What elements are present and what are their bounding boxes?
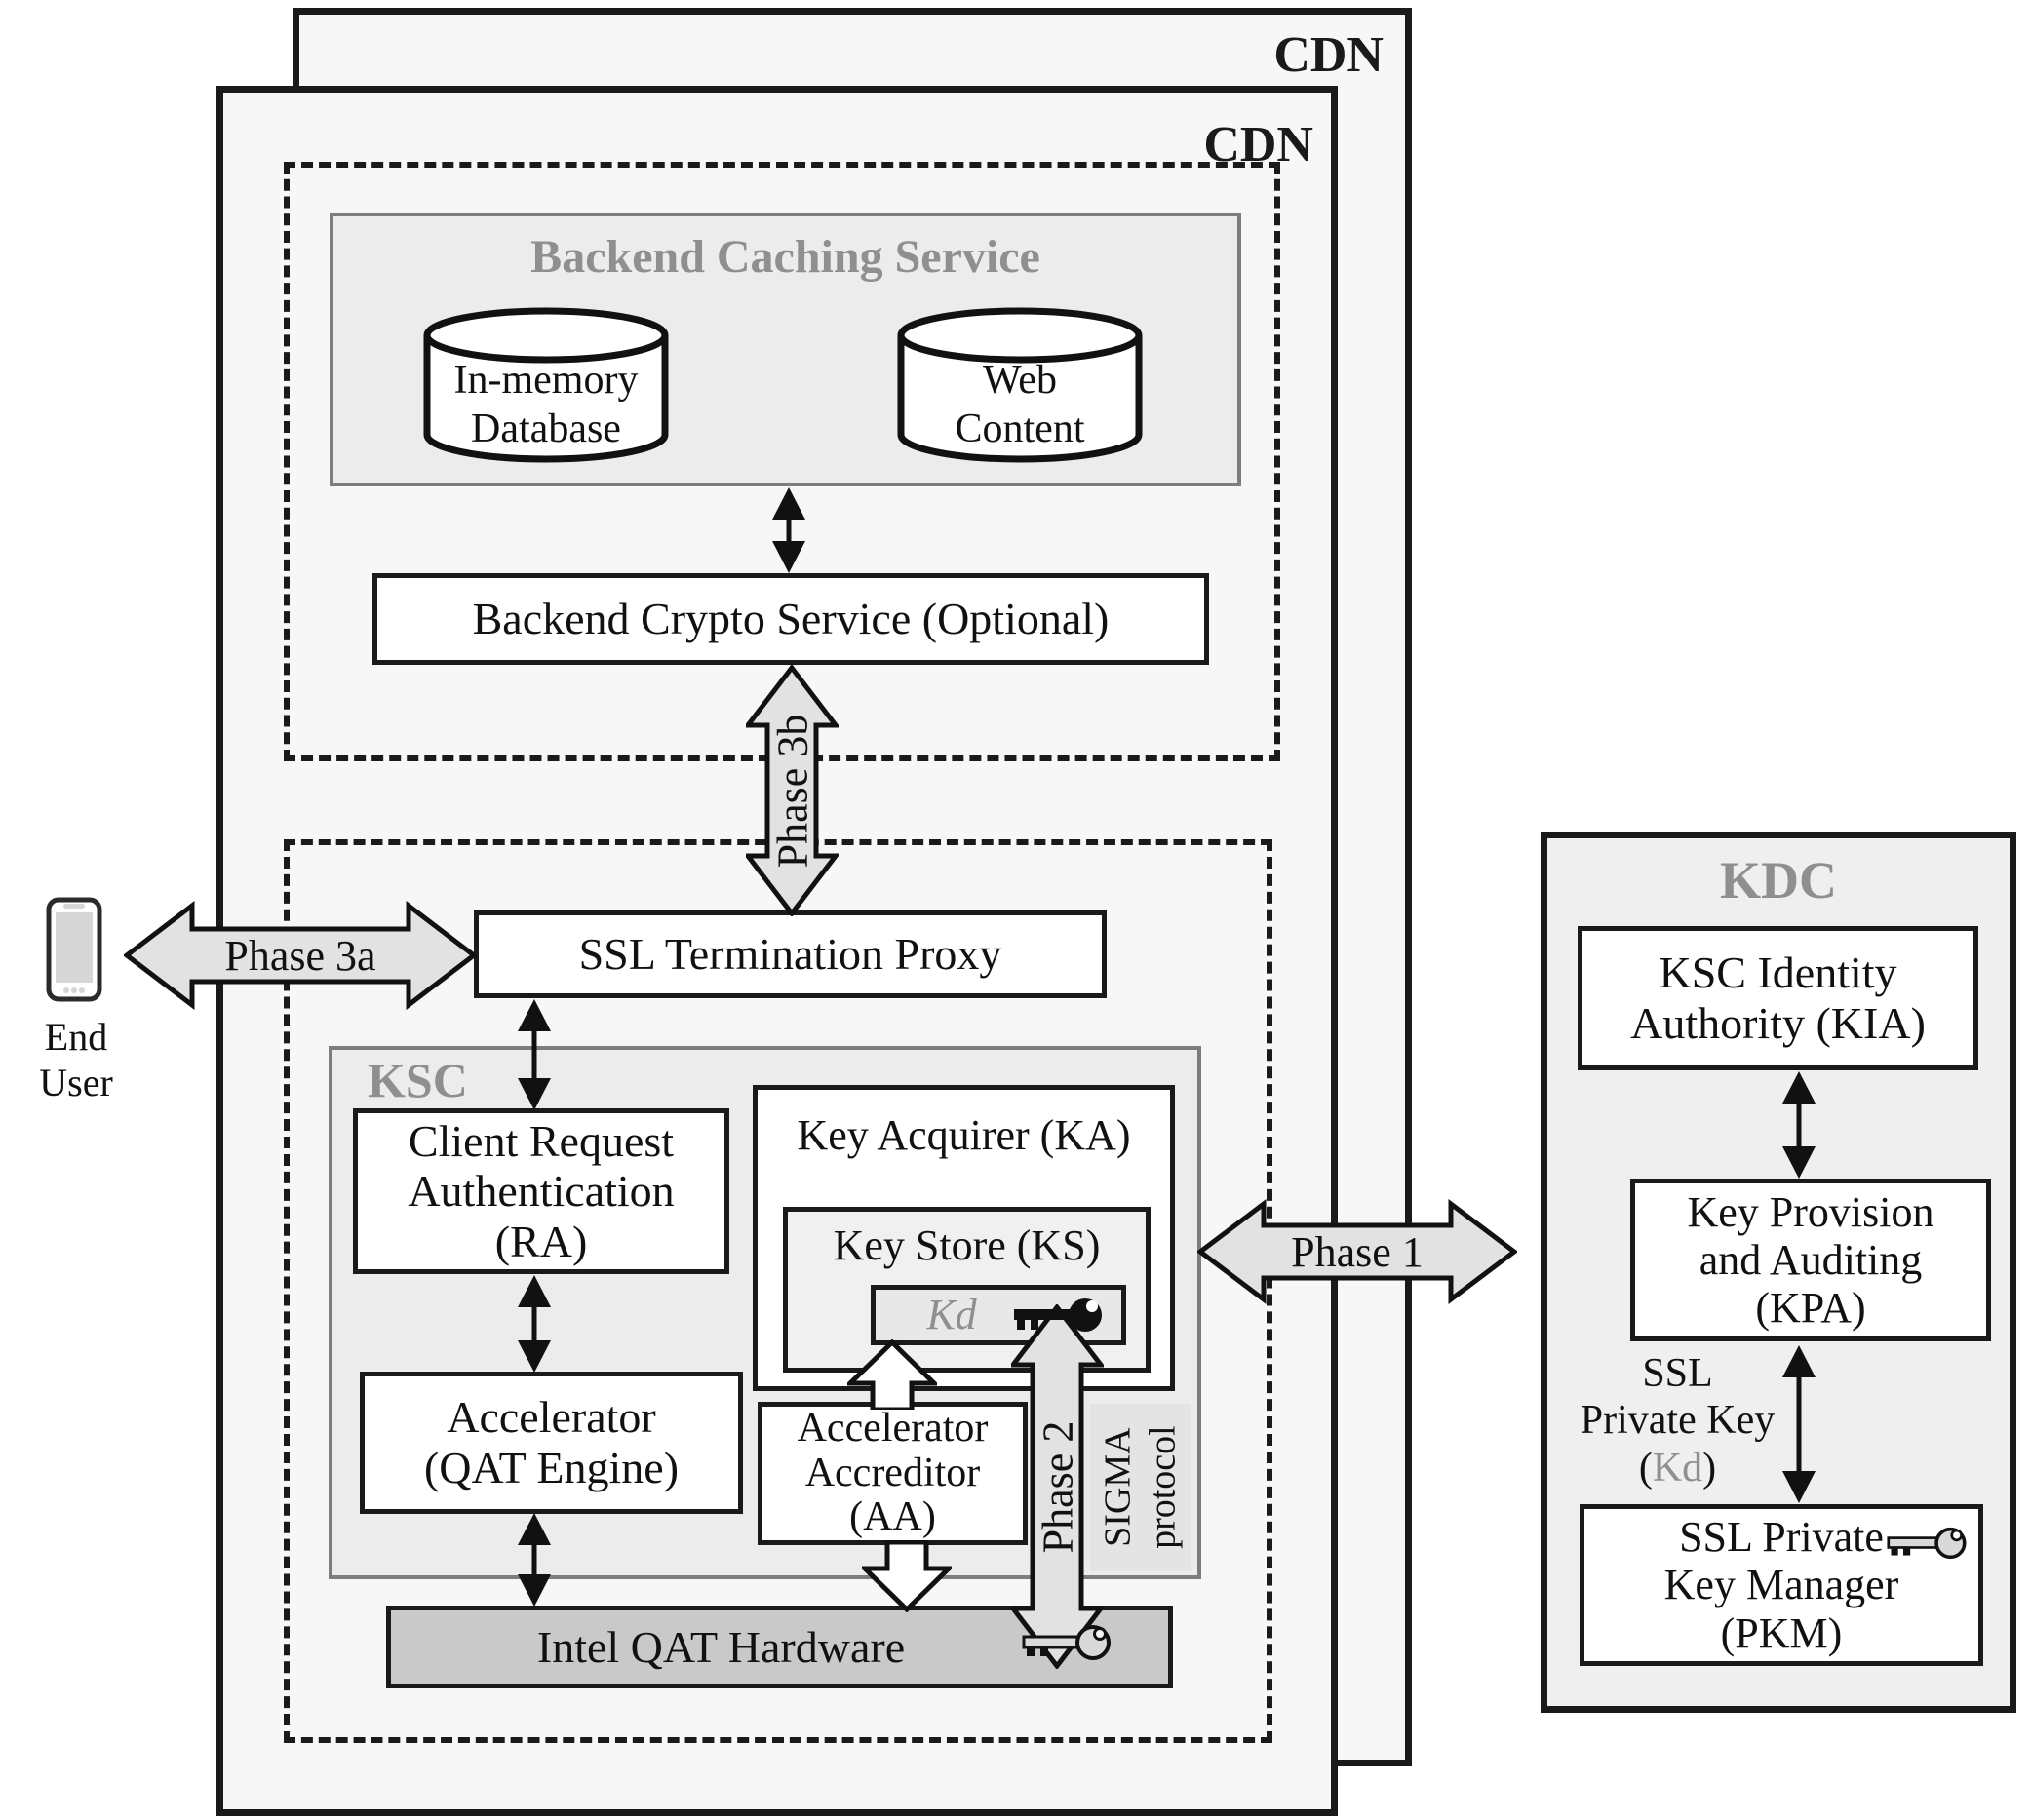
phase-1-label: Phase 1	[1291, 1227, 1424, 1276]
aa-keystore-arrow	[847, 1339, 937, 1410]
arrow-accelerator-qat	[518, 1513, 551, 1607]
arrow-kpa-pkm	[1782, 1345, 1816, 1503]
sigma-protocol-tag: SIGMA protocol	[1090, 1404, 1191, 1571]
key-provision-auditing-label: Key Provision and Auditing (KPA)	[1687, 1187, 1934, 1333]
kd-key-icon	[1014, 1298, 1102, 1332]
ssl-private-key-manager-label: SSL Private Key Manager (PKM)	[1663, 1513, 1899, 1657]
end-user-phone-icon	[46, 897, 102, 1002]
pkm-key-icon	[1887, 1527, 1967, 1560]
ksc-label: KSC	[368, 1053, 468, 1107]
web-content-label: Web Content	[955, 357, 1085, 451]
backend-crypto-service-box: Backend Crypto Service (Optional)	[372, 573, 1209, 665]
arrow-kia-kpa	[1782, 1071, 1816, 1179]
key-acquirer-label: Key Acquirer (KA)	[797, 1111, 1131, 1159]
phase-2-arrow	[1011, 1304, 1104, 1669]
phase-1-label-wrap: Phase 1	[1197, 1199, 1517, 1304]
client-request-authentication-label: Client Request Authentication (RA)	[408, 1115, 675, 1266]
key-store-label: Key Store (KS)	[833, 1221, 1101, 1269]
kd-gray-label: Kd	[1652, 1445, 1703, 1491]
cdn-outer-label: CDN	[1273, 27, 1384, 83]
ksc-identity-authority-label: KSC Identity Authority (KIA)	[1630, 948, 1926, 1048]
phase-2-label: Phase 2	[1034, 1420, 1081, 1553]
accelerator-accreditor-label: Accelerator Accreditor (AA)	[797, 1406, 989, 1540]
accelerator-box: Accelerator (QAT Engine)	[360, 1372, 743, 1514]
kd-paren-open: (	[1638, 1445, 1653, 1491]
end-user-label: End User	[39, 1015, 113, 1104]
ssl-private-key-caption: SSL Private Key (Kd)	[1558, 1350, 1797, 1491]
aa-qat-arrow	[862, 1540, 952, 1612]
phase-3a-arrow	[124, 901, 477, 1010]
phase-3b-label-wrap: Phase 3b	[746, 665, 839, 916]
phase-2-label-wrap: Phase 2	[1011, 1304, 1104, 1669]
database-cylinder-icon	[423, 307, 669, 463]
ksc-identity-authority-box: KSC Identity Authority (KIA)	[1578, 926, 1978, 1070]
ssl-termination-proxy-box: SSL Termination Proxy	[474, 910, 1107, 998]
phase-3b-label: Phase 3b	[768, 714, 816, 868]
client-request-authentication-box: Client Request Authentication (RA)	[353, 1108, 729, 1274]
in-memory-database-cylinder: In-memory Database	[421, 306, 671, 466]
kdc-label: KDC	[1720, 851, 1837, 910]
arrow-ra-accelerator	[518, 1275, 551, 1373]
arrow-caching-crypto	[772, 487, 805, 573]
arrow-sslproxy-ra	[518, 999, 551, 1110]
key-provision-auditing-box: Key Provision and Auditing (KPA)	[1630, 1179, 1991, 1341]
database-cylinder-icon	[897, 307, 1143, 463]
kd-paren-close: )	[1702, 1445, 1717, 1491]
intel-qat-hardware-label: Intel QAT Hardware	[536, 1621, 906, 1672]
ssl-private-key-manager-box: SSL Private Key Manager (PKM)	[1580, 1504, 1983, 1666]
web-content-cylinder: Web Content	[895, 306, 1145, 466]
phase-3a-label-wrap: Phase 3a	[124, 901, 477, 1010]
ssl-private-key-caption-text: SSL Private Key	[1580, 1351, 1776, 1444]
ssl-termination-proxy-label: SSL Termination Proxy	[578, 929, 1002, 980]
kd-key-label: Kd	[926, 1291, 977, 1339]
phase-1-arrow	[1197, 1199, 1517, 1304]
in-memory-database-label: In-memory Database	[453, 357, 639, 451]
qat-key-icon	[1022, 1625, 1111, 1660]
backend-crypto-service-label: Backend Crypto Service (Optional)	[472, 594, 1110, 644]
accelerator-label: Accelerator (QAT Engine)	[423, 1392, 680, 1492]
sigma-protocol-label: SIGMA protocol	[1097, 1425, 1184, 1550]
backend-caching-service-title: Backend Caching Service	[530, 231, 1040, 283]
phase-3a-label: Phase 3a	[224, 931, 376, 980]
accelerator-accreditor-box: Accelerator Accreditor (AA)	[758, 1402, 1028, 1545]
phase-3b-arrow	[746, 665, 839, 916]
